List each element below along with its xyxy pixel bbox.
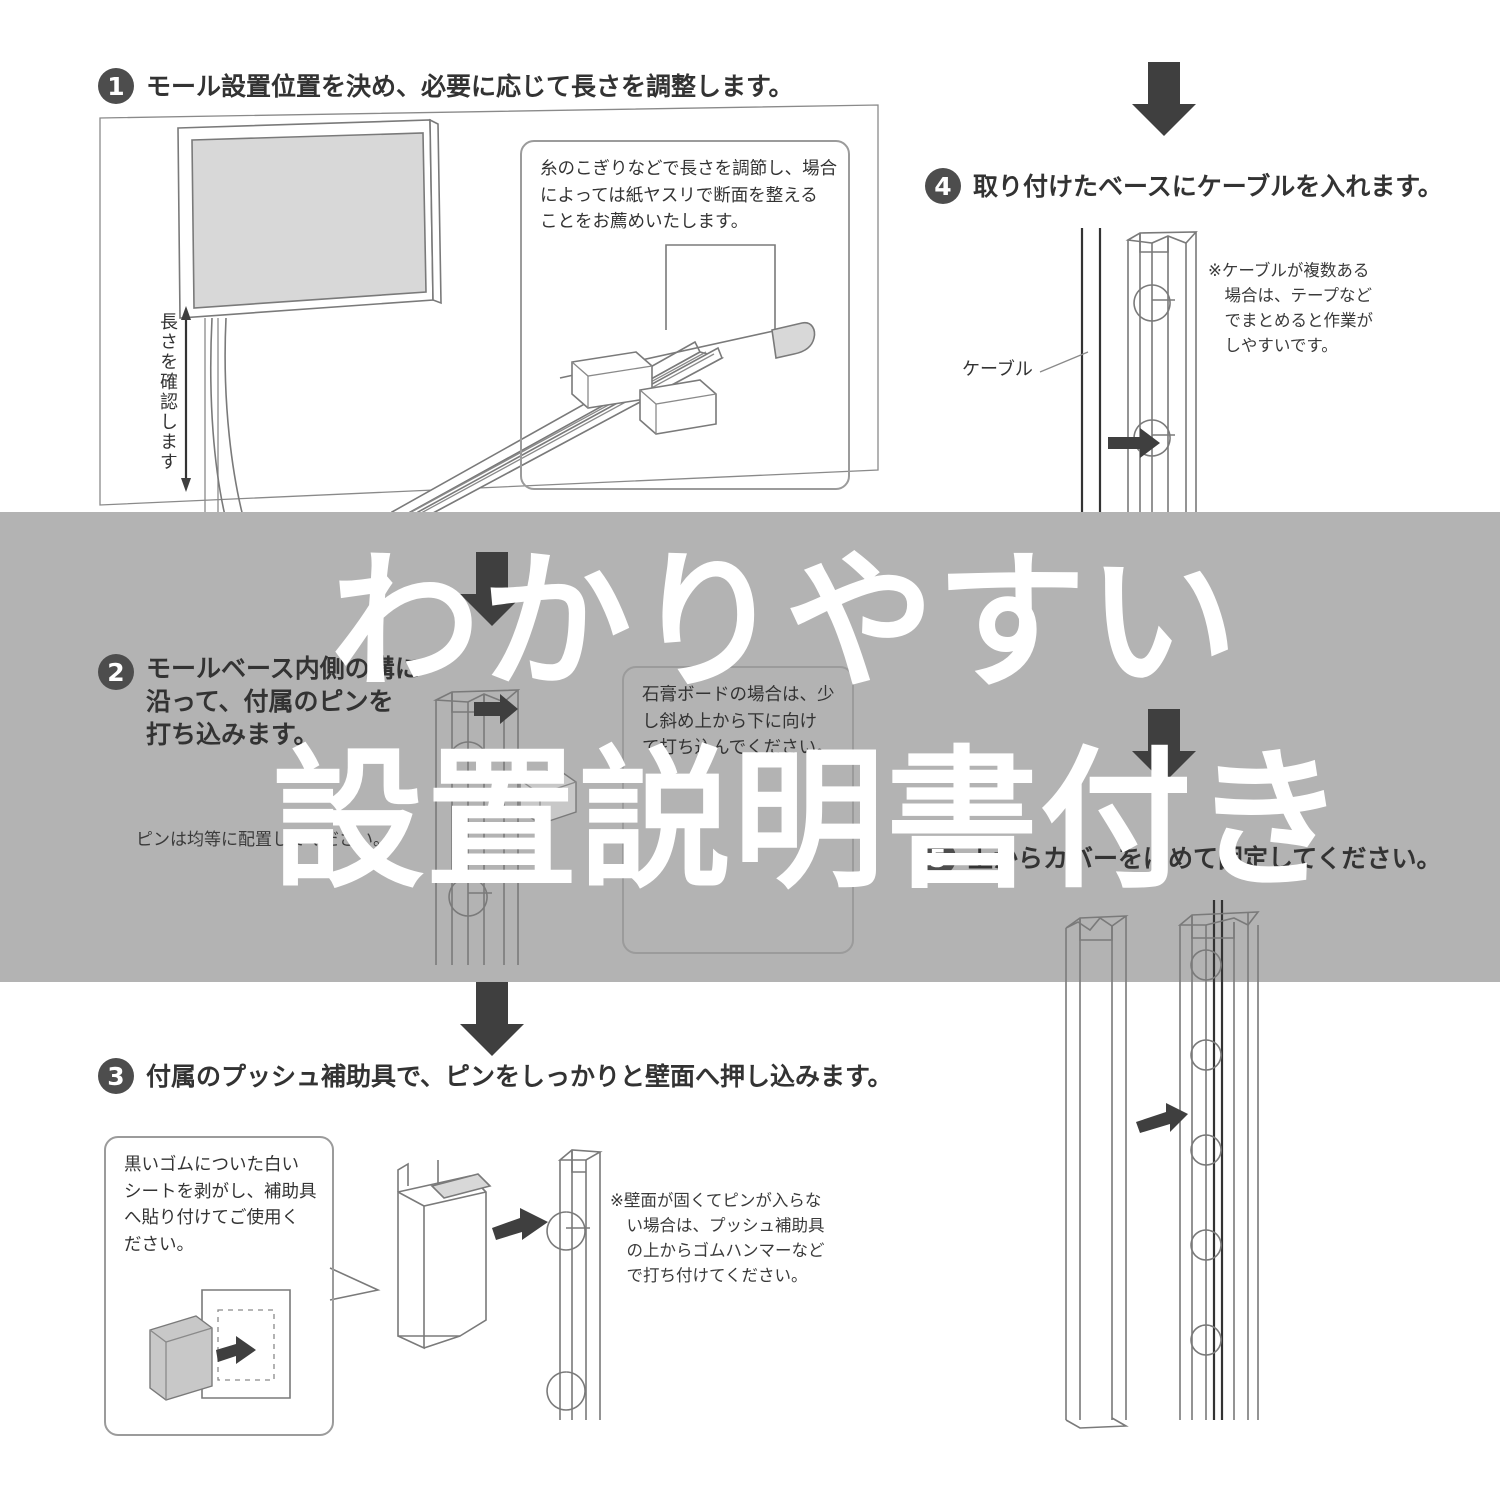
step-2-callout-box: 石膏ボードの場合は、少 し斜め上から下に向け て打ち込んでください。: [622, 666, 854, 954]
gray-overlay-band: [0, 512, 1500, 982]
step5-cover-illustration: [1065, 900, 1260, 1429]
step-1-title: モール設置位置を決め、必要に応じて長さを調整します。: [146, 71, 794, 101]
flow-arrow-down-1: [1132, 62, 1196, 136]
step-1-badge: 1: [98, 68, 134, 104]
step-2-heading: 2 モールベース内側の溝に 沿って、付属のピンを 打ち込みます。: [98, 652, 420, 751]
step-3-title: 付属のプッシュ補助具で、ピンをしっかりと壁面へ押し込みます。: [146, 1061, 893, 1091]
step-4-title: 取り付けたベースにケーブルを入れます。: [973, 171, 1443, 201]
step-2-note: ピンは均等に配置してください。: [136, 830, 390, 850]
step-3-heading: 3 付属のプッシュ補助具で、ピンをしっかりと壁面へ押し込みます。: [98, 1058, 893, 1094]
tv-illustration: [99, 104, 879, 557]
step3-push-tool-illustration: [397, 1149, 603, 1420]
flow-arrow-down-4: [1132, 709, 1196, 783]
flow-arrow-down-3: [460, 982, 524, 1056]
watermark-line-1: わかりやすい: [330, 536, 1240, 710]
step-3-callout-illustration: [149, 1289, 291, 1401]
step-1-heading: 1 モール設置位置を決め、必要に応じて長さを調整します。: [98, 68, 794, 104]
step-1-length-label: 長さを確認します: [157, 312, 178, 472]
step-3-badge: 3: [98, 1058, 134, 1094]
flow-arrow-down-2: [460, 552, 524, 626]
step-2-badge: 2: [98, 654, 134, 690]
step-3-callout-text: 黒いゴムについた白い シートを剥がし、補助具 へ貼り付けてご使用く ださい。: [124, 1155, 317, 1255]
step-4-heading: 4 取り付けたベースにケーブルを入れます。: [925, 168, 1443, 204]
step-5-badge: 5: [920, 840, 956, 876]
step-4-badge: 4: [925, 168, 961, 204]
coping-saw-illustration: [559, 244, 816, 435]
step-3-note: ※壁面が固くてピンが入らな い場合は、プッシュ補助具 の上からゴムハンマーなど …: [610, 1191, 825, 1286]
step-4-note: ※ケーブルが複数ある 場合は、テープなど でまとめると作業が しやすいです。: [1208, 261, 1373, 356]
step-1-callout-box: 糸のこぎりなどで長さを調節し、場合 によっては紙ヤスリで断面を整える ことをお薦…: [520, 140, 850, 490]
step-2-callout-text: 石膏ボードの場合は、少 し斜め上から下に向け て打ち込んでください。: [642, 685, 835, 759]
step-2-title: モールベース内側の溝に 沿って、付属のピンを 打ち込みます。: [146, 654, 420, 749]
step-1-callout-text: 糸のこぎりなどで長さを調節し、場合 によっては紙ヤスリで断面を整える ことをお薦…: [540, 159, 838, 233]
step-5-title: 上からカバーをはめて固定してください。: [968, 843, 1442, 873]
step-4-cable-label: ケーブル: [962, 359, 1033, 380]
watermark-line-2: 設置説明書付き: [272, 732, 1347, 909]
step-5-heading: 5 上からカバーをはめて固定してください。: [920, 840, 1442, 876]
step2-base-pin-illustration: [432, 689, 577, 965]
step-3-callout-box: 黒いゴムについた白い シートを剥がし、補助具 へ貼り付けてご使用く ださい。: [104, 1136, 334, 1436]
